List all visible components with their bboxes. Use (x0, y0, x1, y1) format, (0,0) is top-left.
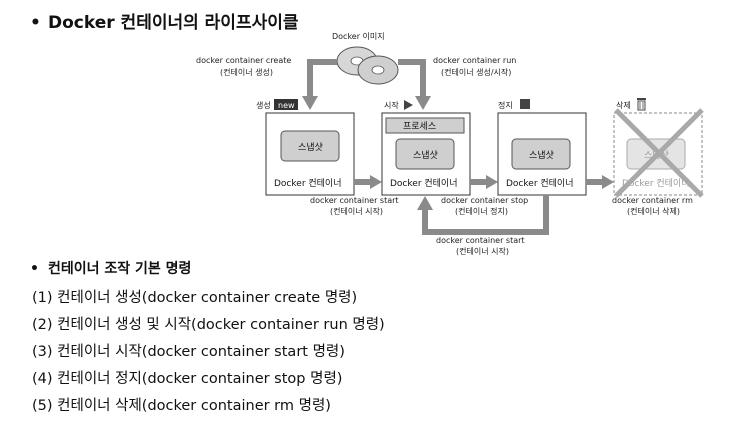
run-cmd: docker container run (433, 56, 516, 65)
container-label-start: Docker 컨테이너 (390, 178, 458, 189)
snapshot-box-start (395, 138, 455, 170)
state-delete-label: 삭제 (616, 100, 631, 110)
command-item-1: (1) 컨테이너 생성(docker container create 명령) (32, 290, 358, 306)
container-label-deleted: Docker 컨테이너 (622, 178, 690, 189)
stop-desc: (컨테이너 정지) (455, 206, 508, 216)
deleted-x-mark (614, 108, 704, 198)
create-cmd: docker container create (196, 56, 291, 65)
command-item-4: (4) 컨테이너 정지(docker container stop 명령) (32, 371, 343, 387)
snapshot-label-new: 스냅샷 (298, 141, 323, 153)
image-label: Docker 이미지 (332, 31, 385, 41)
process-label: 프로세스 (403, 121, 436, 132)
title-bullet: • (30, 13, 41, 33)
state-stop-label: 정지 (498, 100, 513, 110)
snapshot-box-stop (511, 138, 571, 170)
play-icon (404, 100, 413, 110)
snapshot-label-start: 스냅샷 (413, 149, 438, 161)
process-box (385, 117, 465, 134)
stop-cmd: docker container stop (441, 196, 528, 205)
title-text: Docker 컨테이너의 라이프사이클 (48, 13, 299, 33)
create-arrow (307, 59, 337, 98)
start-desc: (컨테이너 시작) (330, 206, 383, 216)
trash-icon (637, 98, 646, 111)
container-label-stop: Docker 컨테이너 (506, 178, 574, 189)
new-badge (274, 99, 298, 110)
command-item-2: (2) 컨테이너 생성 및 시작(docker container run 명령… (32, 317, 385, 333)
create-desc: (컨테이너 생성) (220, 67, 273, 77)
state-start-label: 시작 (384, 100, 399, 110)
container-label-new: Docker 컨테이너 (274, 178, 342, 189)
section-title-text: 컨테이너 조작 기본 명령 (48, 261, 192, 277)
snapshot-box-new (280, 130, 340, 162)
start-cmd: docker container start (310, 196, 399, 205)
section-title: • 컨테이너 조작 기본 명령 (30, 258, 191, 278)
snapshot-label-stop: 스냅샷 (529, 149, 554, 161)
command-item-5: (5) 컨테이너 삭제(docker container rm 명령) (32, 398, 331, 414)
command-item-3: (3) 컨테이너 시작(docker container start 명령) (32, 344, 345, 360)
state-new-label: 생성 (256, 100, 271, 110)
restart-arrow (422, 195, 549, 235)
section-bullet: • (30, 261, 39, 277)
docker-image-icon (336, 46, 399, 85)
rm-desc: (컨테이너 삭제) (627, 206, 680, 216)
stop-icon (520, 99, 530, 109)
run-arrow (398, 59, 426, 98)
run-desc: (컨테이너 생성/시작) (441, 67, 511, 77)
lifecycle-diagram: Docker 이미지 docker container create (컨테이너… (196, 31, 704, 256)
rm-cmd: docker container rm (612, 196, 693, 205)
new-badge-text: new (278, 101, 295, 110)
restart-desc: (컨테이너 시작) (456, 246, 509, 256)
page-title: • Docker 컨테이너의 라이프사이클 (30, 8, 299, 33)
restart-cmd: docker container start (436, 236, 525, 245)
